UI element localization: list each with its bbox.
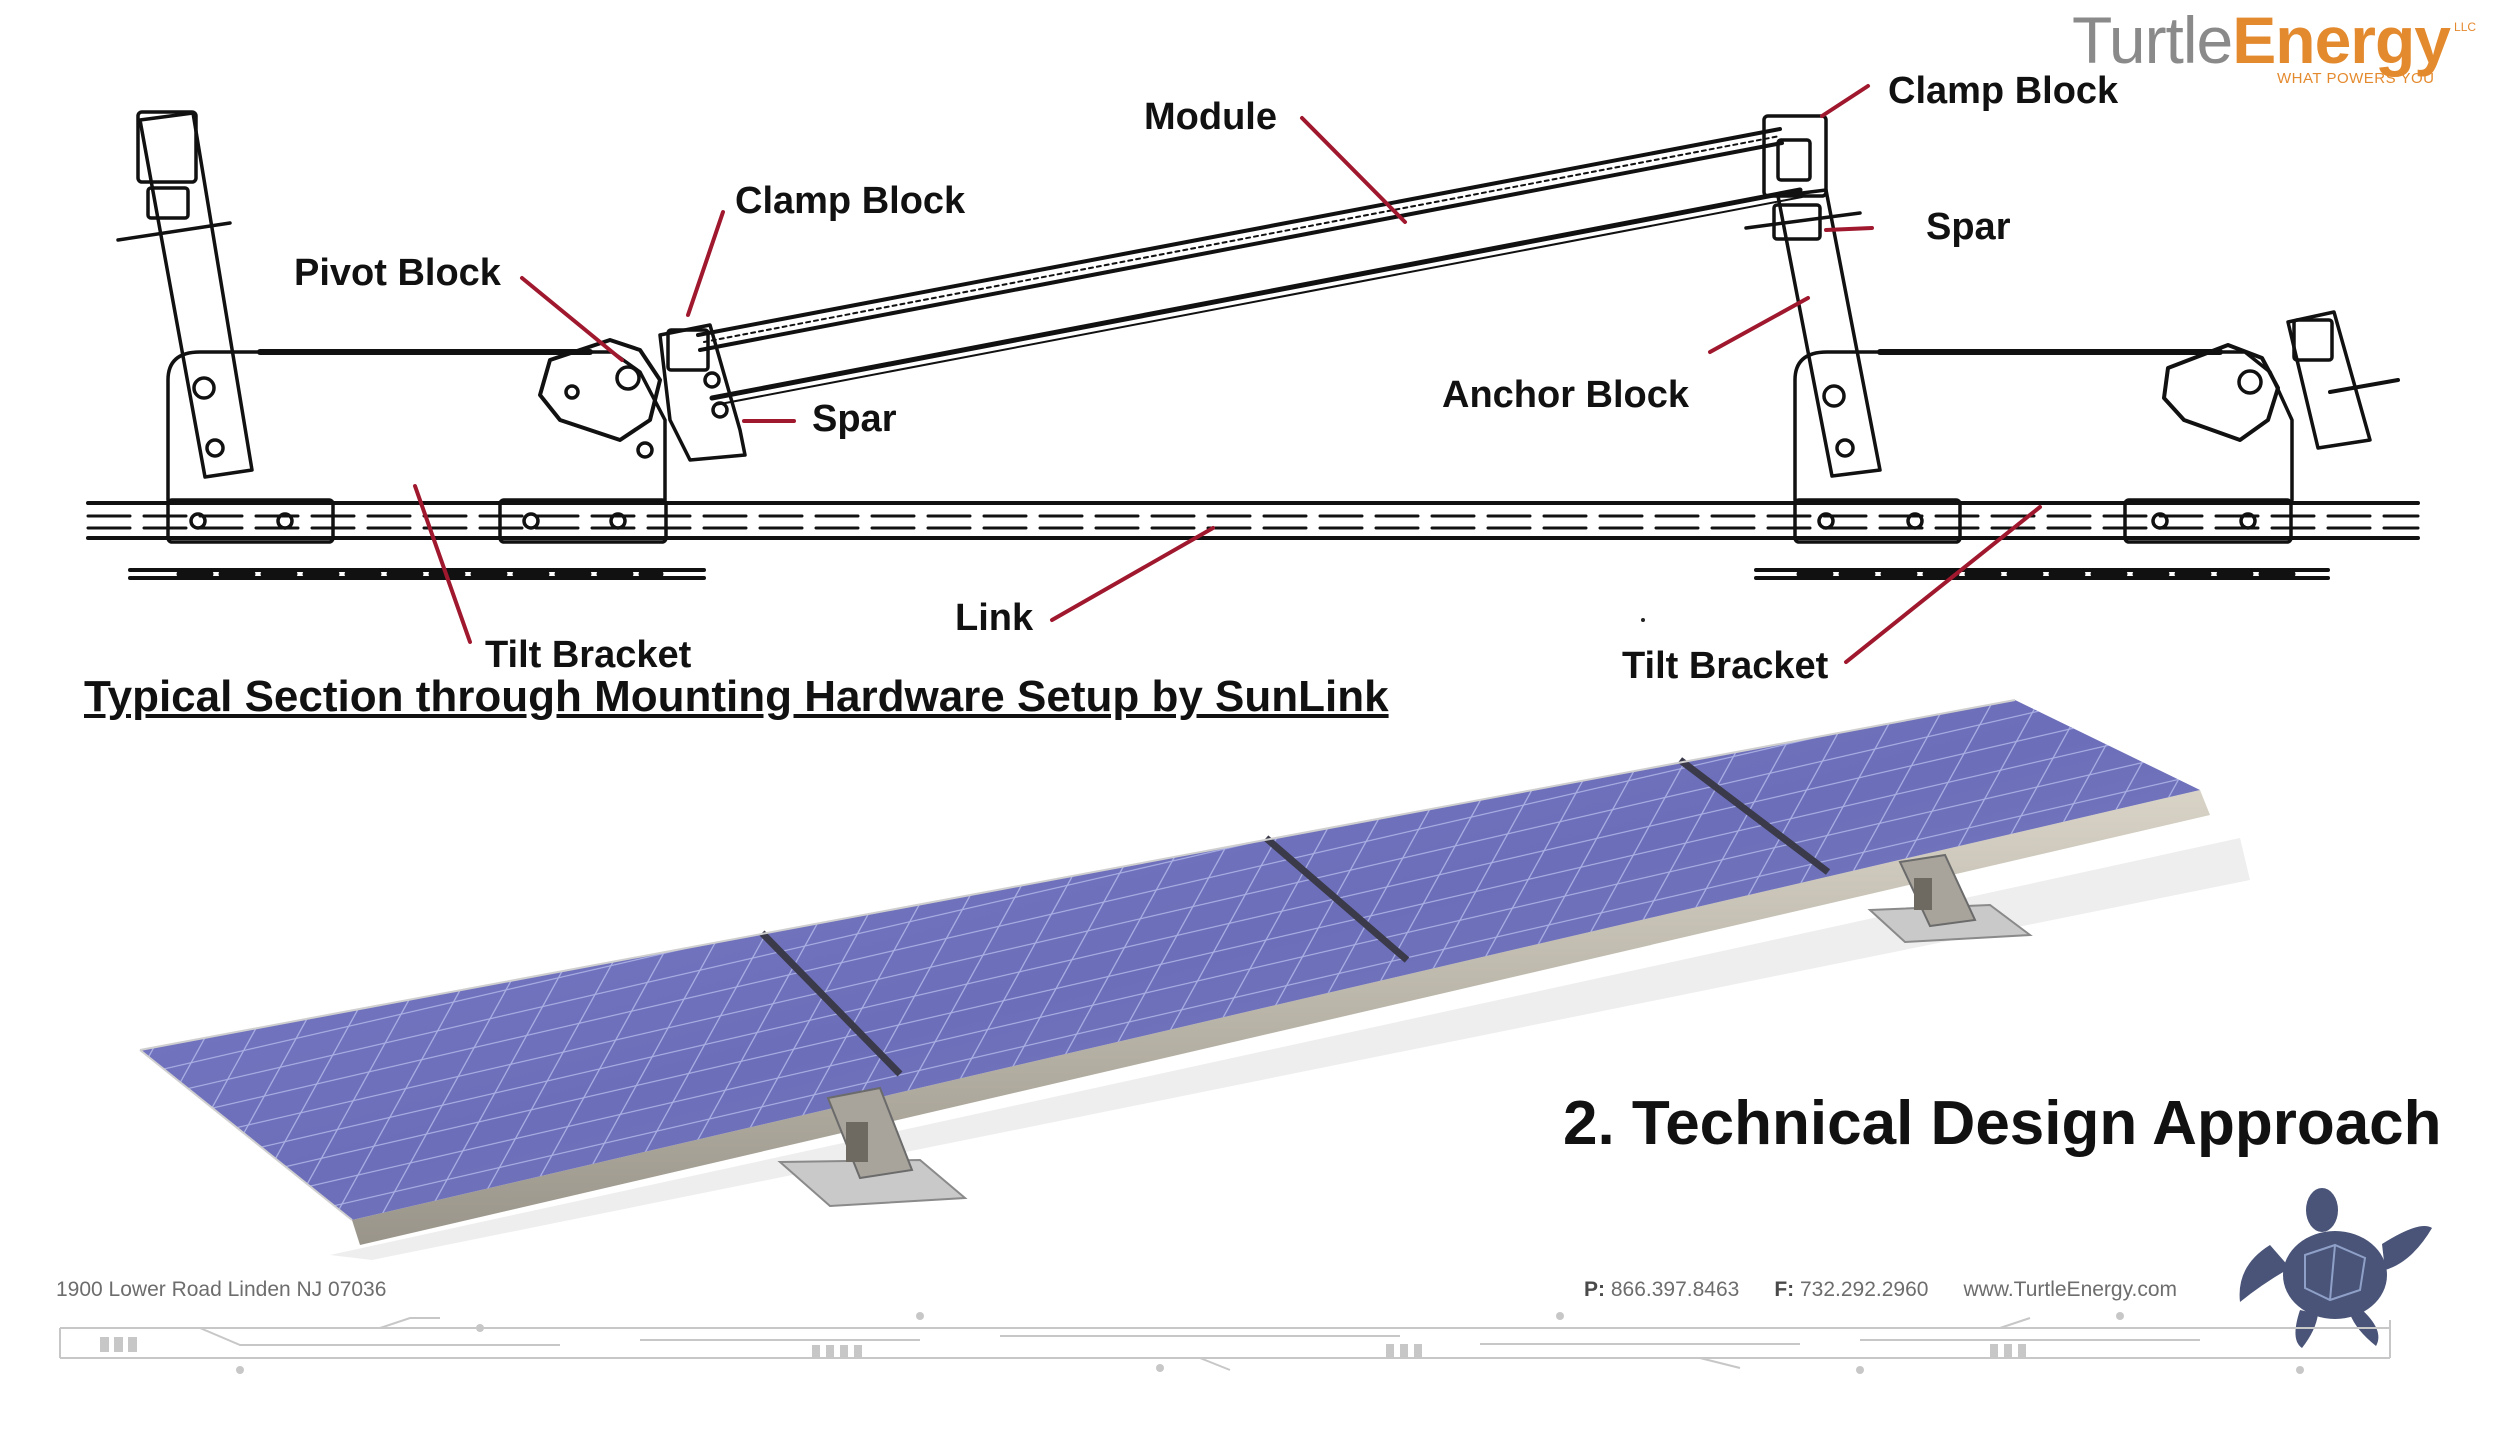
phone-label: P: — [1584, 1278, 1605, 1301]
label-tilt-bracket-right: Tilt Bracket — [1622, 645, 1829, 687]
brand-suffix: LLC — [2454, 20, 2477, 34]
label-anchor-block: Anchor Block — [1442, 374, 1690, 416]
website-link[interactable]: www.TurtleEnergy.com — [1963, 1278, 2178, 1301]
tilt-bracket-back — [1867, 853, 2033, 944]
label-tilt-bracket-left: Tilt Bracket — [485, 634, 692, 676]
footer-address: 1900 Lower Road Linden NJ 07036 — [56, 1278, 387, 1301]
fax-number: 732.292.2960 — [1800, 1278, 1929, 1301]
label-clamp-block-right: Clamp Block — [1888, 70, 2119, 112]
label-clamp-block-left: Clamp Block — [735, 180, 966, 222]
label-pivot-block: Pivot Block — [294, 252, 501, 294]
fax-label: F: — [1774, 1278, 1795, 1301]
mounting-section-drawing — [86, 84, 2420, 664]
section-title: Typical Section through Mounting Hardwar… — [84, 672, 1389, 721]
label-spar-left: Spar — [812, 398, 897, 440]
label-module: Module — [1144, 96, 1277, 138]
phone-number: 866.397.8463 — [1610, 1278, 1740, 1301]
brand-tagline: WHAT POWERS YOU — [2277, 70, 2435, 87]
footer-contact: P: 866.397.8463 F: 732.292.2960 www.Turt… — [1584, 1278, 2177, 1302]
brand-name-part2: Energy — [2232, 3, 2451, 77]
brand-name-part1: Turtle — [2072, 3, 2233, 77]
label-link: Link — [955, 597, 1034, 639]
page-title: 2. Technical Design Approach — [1563, 1089, 2442, 1158]
label-spar-right: Spar — [1926, 206, 2011, 248]
tilt-bracket-front — [777, 1086, 968, 1208]
